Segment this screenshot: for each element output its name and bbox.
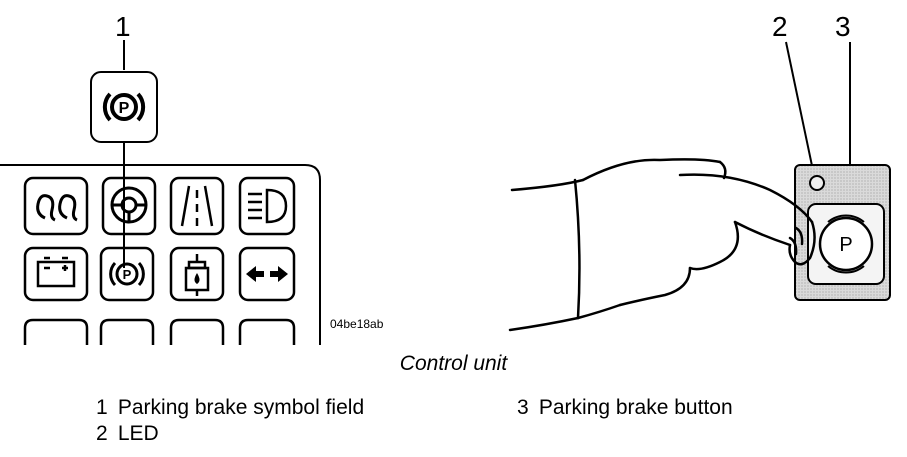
legend-item-number: 1 <box>96 396 108 419</box>
svg-text:P: P <box>123 267 132 282</box>
headlight-icon <box>248 188 288 224</box>
callout-2-label: 2 <box>772 11 788 42</box>
legend-item: 2 LED <box>96 421 364 447</box>
panel-row-2 <box>23 246 296 302</box>
turn-signal-icon <box>246 266 288 282</box>
parking-brake-symbol-icon <box>102 92 146 122</box>
parking-brake-symbol-field: P <box>90 71 158 143</box>
figure-caption: Control unit <box>399 352 508 375</box>
led-indicator <box>809 175 825 191</box>
callout-1-label: 1 <box>115 11 131 42</box>
callout-3-label: 3 <box>835 11 851 42</box>
parking-brake-button <box>807 203 885 285</box>
legend-item: 1 Parking brake symbol field <box>96 395 364 421</box>
fuel-filter-icon <box>184 254 210 296</box>
legend-item-number: 3 <box>517 396 529 419</box>
legend-item-text: Parking brake symbol field <box>117 396 365 419</box>
parking-brake-icon <box>109 261 145 287</box>
steering-icon <box>110 186 148 224</box>
legend-item-number: 2 <box>96 422 108 445</box>
battery-icon <box>36 256 76 288</box>
control-panel <box>0 164 321 345</box>
control-unit-diagram: 1 P <box>0 11 891 345</box>
legend-column-1: 1 Parking brake symbol field 2 LED <box>96 395 364 447</box>
parking-brake-button-symbol: P <box>839 234 852 256</box>
legend-item: 3 Parking brake button <box>517 395 733 421</box>
legend-column-2: 3 Parking brake button <box>517 395 733 421</box>
legend-item-text: LED <box>117 422 159 445</box>
callout-2-leader <box>785 41 816 181</box>
glow-plug-icon <box>36 194 78 222</box>
lane-icon <box>180 185 214 227</box>
panel-row-1 <box>23 176 296 236</box>
fuel-drop-icon <box>194 273 200 284</box>
panel-row-3-partial <box>23 318 296 345</box>
hand-illustration <box>508 158 816 332</box>
legend-item-text: Parking brake button <box>538 396 733 419</box>
image-code: 04be18ab <box>330 317 384 331</box>
svg-text:P: P <box>119 100 130 117</box>
